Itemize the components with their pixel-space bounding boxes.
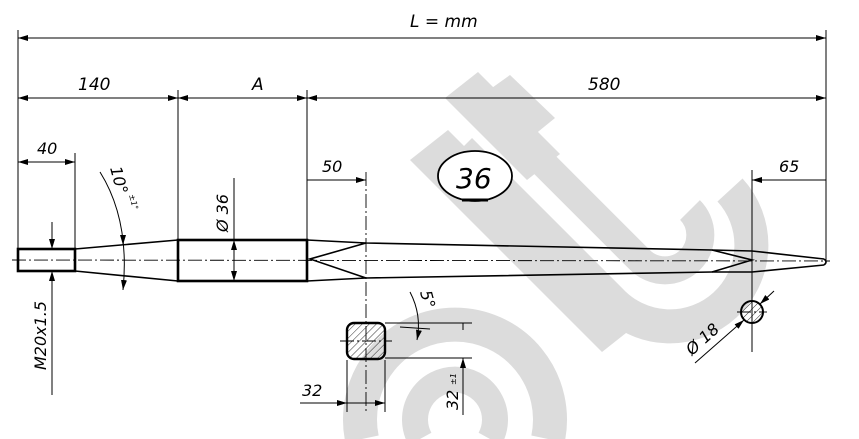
- taper-angle-tolerance: ±1°: [127, 193, 140, 211]
- transition-length-dimension: 50: [307, 157, 367, 412]
- thread-length-dimension: 40: [18, 139, 76, 248]
- tine-body: [11, 238, 831, 283]
- overall-length-label: L = mm: [410, 12, 478, 32]
- thread-end: [16, 247, 77, 273]
- transition-length-label: 50: [322, 157, 342, 176]
- section-width-label: 32: [302, 381, 322, 400]
- cylinder-section-label: A: [251, 75, 264, 95]
- blade-section-label: 580: [588, 75, 620, 95]
- cylinder-diameter-dimension: Ø 36: [213, 178, 237, 281]
- cylinder-diameter-label: Ø 36: [213, 194, 232, 233]
- section-height-label: 32: [443, 390, 462, 410]
- taper-angle-dimension: 10° ±1°: [99, 164, 140, 291]
- part-number-label: 36: [456, 162, 492, 195]
- segment-dimensions: 140 A 580: [18, 75, 826, 240]
- thread-length-label: 40: [37, 139, 57, 158]
- thread-spec-label: M20x1.5: [31, 301, 50, 370]
- watermark-logo: [343, 72, 769, 439]
- section-angle-label: 5°: [416, 288, 439, 310]
- section-height-tolerance: ±1: [449, 373, 458, 385]
- cylinder-section: [176, 238, 309, 283]
- part-number-badge: 36: [437, 150, 513, 202]
- overall-length-dimension: L = mm: [17, 12, 827, 262]
- tip-length-label: 65: [779, 157, 799, 176]
- thread-spec-dimension: M20x1.5: [31, 222, 55, 395]
- thread-section-label: 140: [78, 75, 110, 95]
- cross-section: 32 32 ±1 5°: [300, 288, 472, 415]
